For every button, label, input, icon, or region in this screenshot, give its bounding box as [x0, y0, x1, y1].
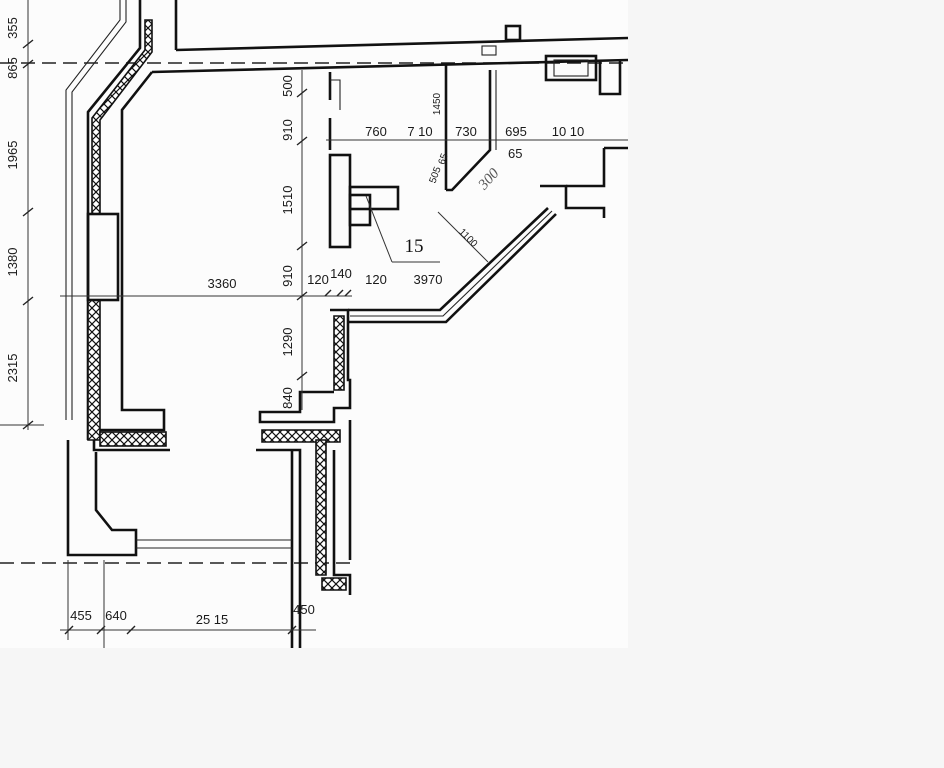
dim-left-2315: 2315	[5, 354, 20, 383]
dim-inner-1290: 1290	[280, 328, 295, 357]
dim-65-left: 65	[437, 152, 451, 167]
wall-vent	[481, 45, 497, 56]
dim-inner-500: 500	[280, 75, 295, 97]
dim-mid-3360: 3360	[208, 276, 237, 291]
central-partition	[328, 64, 448, 249]
dim-bottom-450: 450	[293, 602, 315, 617]
dim-inner-840: 840	[280, 387, 295, 409]
axis-lines	[0, 62, 628, 564]
hatched-sill-left	[99, 431, 167, 447]
dim-1450: 1450	[432, 92, 443, 115]
dim-bottom-2515: 25 15	[196, 612, 229, 627]
dim-top-695: 695	[505, 124, 527, 139]
window-unit	[544, 54, 598, 82]
dim-top-730: 730	[455, 124, 477, 139]
dim-mid-140: 140	[330, 266, 352, 281]
dim-left-1965: 1965	[5, 141, 20, 170]
dim-inner-1510: 1510	[280, 186, 295, 215]
dim-left-865: 865	[5, 57, 20, 79]
dim-bottom-455: 455	[70, 608, 92, 623]
dim-left-355: 355	[5, 17, 20, 39]
dim-top-710: 7 10	[407, 124, 432, 139]
dim-65-right: 65	[508, 146, 522, 161]
chimney-box	[504, 24, 522, 42]
lower-partition	[256, 308, 352, 648]
dim-inner-910: 910	[280, 119, 295, 141]
dimension-lines	[0, 0, 628, 648]
dim-top-760: 760	[365, 124, 387, 139]
lower-left-bay	[66, 440, 292, 557]
window-opening-left	[86, 212, 120, 302]
dim-mid-3970: 3970	[414, 272, 443, 287]
top-wall	[151, 24, 629, 96]
dim-bottom-640: 640	[105, 608, 127, 623]
dim-top-1010: 10 10	[552, 124, 585, 139]
dim-mid-120a: 120	[307, 272, 329, 287]
dim-left-1380: 1380	[5, 248, 20, 277]
dim-inner-910b: 910	[280, 265, 295, 287]
room-number: 15	[405, 236, 424, 257]
main-room-walls	[86, 71, 170, 452]
dim-mid-120b: 120	[365, 272, 387, 287]
diagonal-wall	[348, 70, 628, 324]
